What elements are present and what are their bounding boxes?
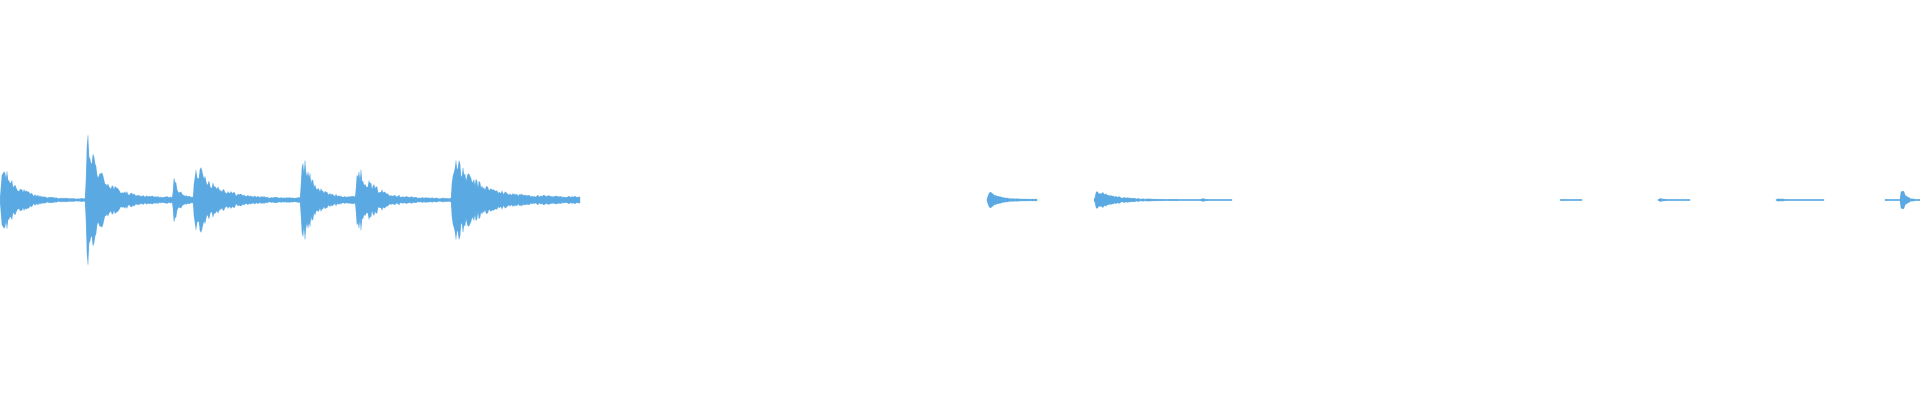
waveform-segment bbox=[1093, 191, 1201, 209]
waveform-segment bbox=[192, 167, 303, 233]
waveform-segment bbox=[986, 191, 1038, 209]
waveform-bars bbox=[0, 135, 1920, 265]
waveform-segment bbox=[84, 135, 173, 265]
waveform-segment bbox=[1775, 198, 1825, 202]
waveform-segment bbox=[354, 169, 453, 231]
waveform-segment bbox=[1657, 198, 1691, 202]
waveform-segment bbox=[1899, 190, 1920, 210]
waveform-segment bbox=[1884, 199, 1903, 201]
waveform-segment bbox=[450, 160, 581, 240]
waveform-segment bbox=[171, 178, 196, 222]
waveform-segment bbox=[0, 171, 89, 229]
waveform-segment bbox=[299, 160, 359, 240]
waveform-segment bbox=[1559, 198, 1583, 202]
waveform-segment bbox=[1199, 198, 1233, 202]
